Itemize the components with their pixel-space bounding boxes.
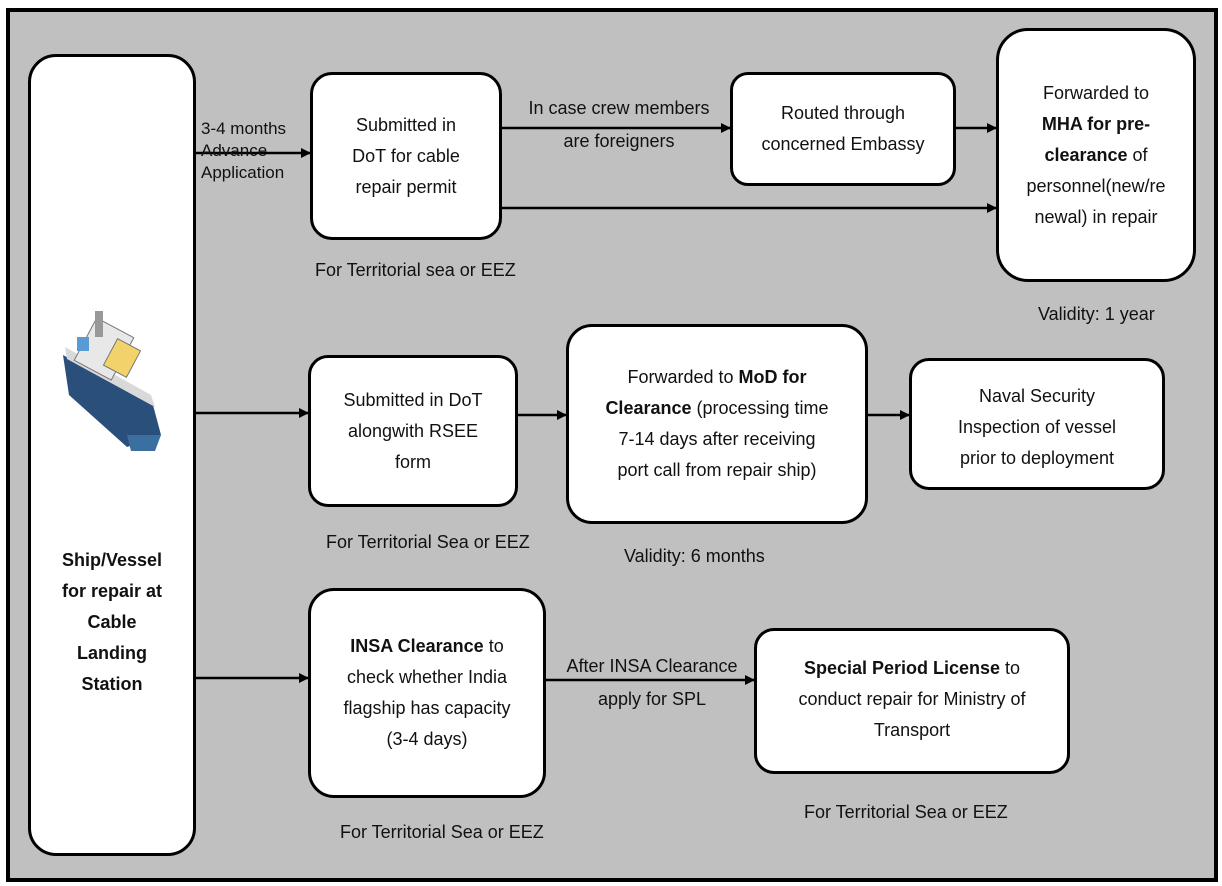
box-line: Inspection of vessel — [957, 417, 1117, 437]
box-bold-text: MoD for — [738, 367, 807, 387]
naval-inspection-box: Naval Security Inspection of vessel prio… — [909, 358, 1165, 490]
edge-label-line: 3-4 months — [201, 119, 287, 138]
box-text: (processing time — [691, 398, 829, 418]
box-text: to — [483, 636, 504, 656]
box-line: Special Period License to — [798, 653, 1025, 684]
source-line: for repair at — [61, 581, 163, 601]
mod-validity-caption: Validity: 6 months — [624, 546, 765, 566]
box-bold-text: Clearance — [605, 398, 692, 418]
edge-label-line: After INSA Clearance — [566, 656, 738, 676]
box-line: personnel(new/re — [1026, 175, 1166, 196]
mha-validity-caption: Validity: 1 year — [1038, 304, 1155, 324]
dot-permit-caption: For Territorial sea or EEZ — [315, 260, 516, 280]
box-text: Forwarded to — [627, 367, 739, 387]
source-ship-box: Ship/Vessel for repair at Cable Landing … — [28, 54, 196, 856]
box-line: INSA Clearance to — [343, 631, 510, 662]
box-line: Routed through — [780, 103, 906, 123]
box-bold-text: Special Period License — [803, 658, 1001, 678]
box-line: clearance of — [1026, 140, 1165, 171]
box-line: Clearance (processing time — [605, 393, 828, 424]
box-bold-text: INSA Clearance — [350, 636, 484, 656]
source-line: Cable — [87, 612, 137, 632]
box-line: Submitted in DoT — [343, 389, 483, 410]
edge-label-line: In case crew members — [528, 98, 710, 118]
box-line: (3-4 days) — [386, 729, 468, 749]
advance-application-label: 3-4 months Advance Application — [201, 118, 286, 184]
embassy-box: Routed through concerned Embassy — [730, 72, 956, 186]
box-line: conduct repair for Ministry of — [798, 689, 1026, 709]
box-line: alongwith RSEE — [347, 420, 479, 441]
box-line: Submitted in — [355, 114, 457, 135]
box-line: check whether India — [346, 667, 508, 687]
box-line: repair permit — [355, 176, 457, 197]
insa-clearance-box: INSA Clearance to check whether India fl… — [308, 588, 546, 798]
box-line: port call from repair ship) — [617, 460, 817, 480]
box-line: Forwarded to — [1042, 82, 1150, 103]
dot-rsee-caption: For Territorial Sea or EEZ — [326, 532, 530, 552]
spl-caption: For Territorial Sea or EEZ — [804, 802, 1008, 822]
dot-cable-permit-box: Submitted in DoT for cable repair permit — [310, 72, 502, 240]
box-line-bold: MHA for pre- — [1041, 113, 1151, 134]
box-bold-text: clearance — [1044, 144, 1128, 165]
box-line: Forwarded to MoD for — [605, 362, 828, 393]
spl-apply-label: After INSA Clearance apply for SPL — [552, 654, 752, 712]
cable-repair-ship-image — [57, 285, 169, 465]
dot-rsee-box: Submitted in DoT alongwith RSEE form — [308, 355, 518, 507]
box-line: DoT for cable — [352, 145, 460, 166]
box-line: form — [395, 451, 431, 472]
box-line: flagship has capacity — [343, 698, 511, 718]
source-label: Ship/Vessel for repair at Cable Landing … — [31, 545, 193, 700]
box-line: prior to deployment — [959, 448, 1115, 468]
source-line: Station — [81, 674, 143, 694]
box-line: Transport — [873, 720, 951, 740]
box-line: concerned Embassy — [761, 134, 925, 154]
edge-label-line: apply for SPL — [597, 689, 707, 709]
box-line: 7-14 days after receiving — [618, 429, 816, 449]
insa-caption: For Territorial Sea or EEZ — [340, 822, 544, 842]
box-text: of — [1127, 144, 1148, 165]
mha-preclearance-box: Forwarded to MHA for pre- clearance of p… — [996, 28, 1196, 282]
source-line: Landing — [77, 643, 147, 663]
special-period-license-box: Special Period License to conduct repair… — [754, 628, 1070, 774]
box-line: Naval Security — [978, 386, 1096, 406]
crew-foreigners-label: In case crew members are foreigners — [508, 96, 730, 154]
mod-clearance-box: Forwarded to MoD for Clearance (processi… — [566, 324, 868, 524]
edge-label-line: Application — [201, 163, 285, 182]
box-line: newal) in repair — [1034, 206, 1158, 227]
edge-label-line: Advance — [201, 141, 268, 160]
edge-label-line: are foreigners — [563, 131, 675, 151]
box-text: to — [1000, 658, 1021, 678]
source-line: Ship/Vessel — [61, 550, 163, 570]
